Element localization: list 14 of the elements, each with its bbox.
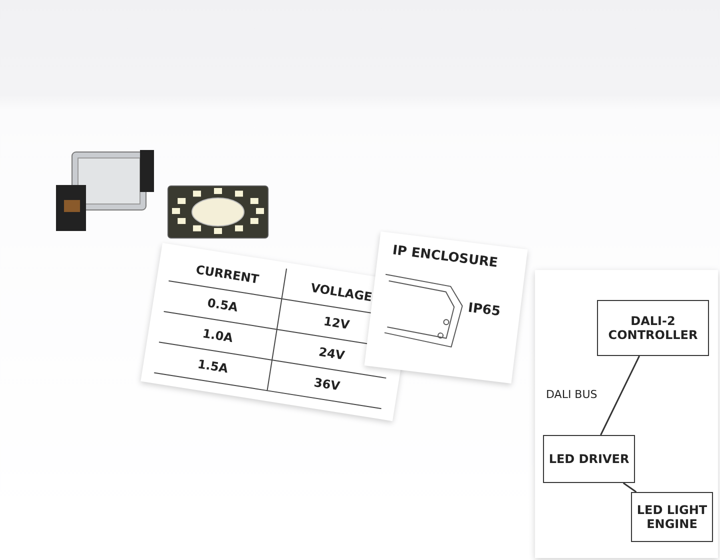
- component-box: [631, 492, 713, 542]
- table-cell: 1.5A: [154, 342, 272, 392]
- component-label: LED DRIVER: [548, 452, 630, 466]
- component-label: LED LIGHT ENGINE: [636, 503, 708, 531]
- connector-line: [600, 356, 640, 436]
- connector-line: [622, 482, 637, 493]
- table-cell: 1.0A: [158, 312, 278, 361]
- component-label: DALI-2 CONTROLLER: [607, 314, 699, 342]
- sheet-title: IP ENCLOSURE: [392, 243, 499, 271]
- edge-label: DALI BUS: [544, 388, 600, 400]
- component-box: [597, 300, 709, 356]
- rating-label: IP65: [467, 300, 502, 320]
- column-header: CURRENT: [168, 250, 288, 300]
- component-box: [543, 435, 635, 483]
